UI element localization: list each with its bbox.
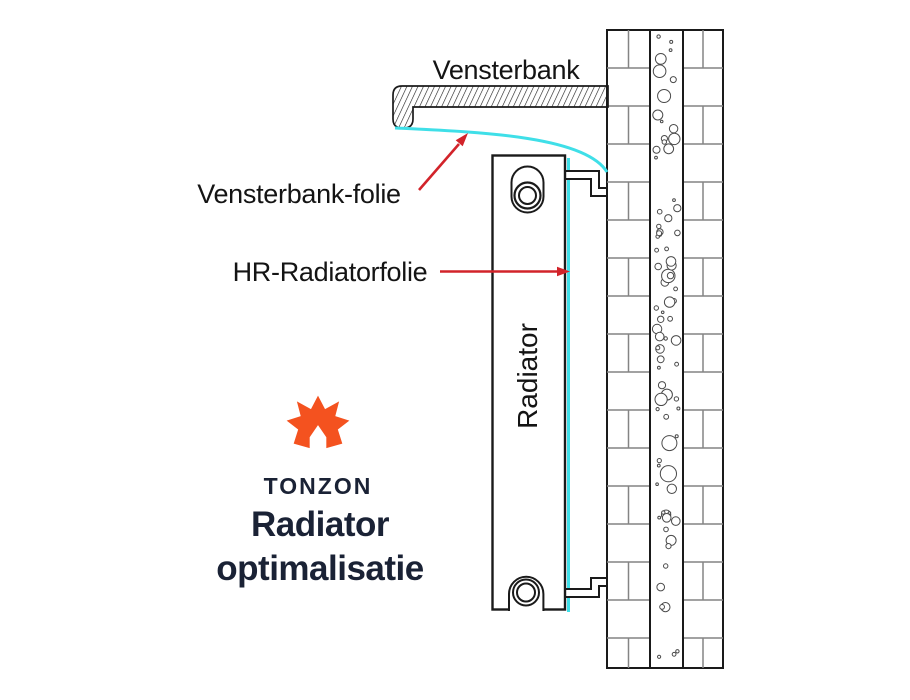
- wall-bracket-top: [564, 170, 608, 197]
- radiator: [491, 154, 567, 611]
- arrow-vensterbank-folie: [418, 133, 468, 191]
- window-sill-foil: [394, 126, 609, 173]
- label-vensterbank-folie: Vensterbank-folie: [197, 179, 401, 209]
- page-title-line1: Radiator: [251, 505, 389, 544]
- mortar-joints: [607, 30, 723, 668]
- brick-wall: [606, 29, 724, 669]
- page-title-line2: optimalisatie: [216, 549, 424, 588]
- brand-name: TONZON: [263, 473, 373, 499]
- wall-cavity: [649, 29, 684, 669]
- label-radiator: Radiator: [512, 323, 543, 429]
- arrow-hr-radiatorfolie: [440, 266, 570, 277]
- cavity-insulation: [651, 34, 682, 659]
- wall-bracket-bottom: [564, 577, 608, 598]
- tonzon-star-logo-icon: [286, 395, 350, 449]
- label-hr-radiatorfolie: HR-Radiatorfolie: [232, 257, 428, 287]
- radiator-valve: [510, 165, 545, 214]
- radiator-pipe: [508, 575, 545, 611]
- label-vensterbank: Vensterbank: [432, 55, 580, 85]
- window-sill: [392, 85, 609, 129]
